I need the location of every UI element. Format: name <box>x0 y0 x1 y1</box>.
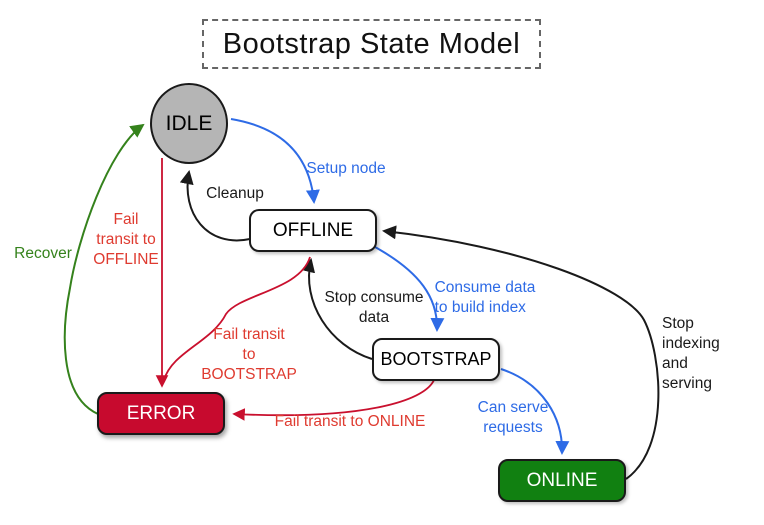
edge-fail-transit-online <box>232 379 435 421</box>
transition-label-fail-transit-offline: Fail transit to OFFLINE <box>93 211 159 269</box>
transition-label-fail-transit-bootstrap: Fail transit to BOOTSTRAP <box>201 326 297 384</box>
transition-label-cleanup: Cleanup <box>206 185 264 202</box>
transition-label-fail-transit-online: Fail transit to ONLINE <box>274 413 426 430</box>
edge-stop-consume <box>301 258 373 360</box>
edge-stop-indexing <box>382 225 660 480</box>
edge-can-serve <box>500 368 570 455</box>
state-node-bootstrap: BOOTSTRAP <box>372 338 500 381</box>
edge-cleanup <box>179 170 251 242</box>
state-node-idle: IDLE <box>150 83 228 164</box>
state-label-error: ERROR <box>126 402 196 424</box>
diagram-title-box: Bootstrap State Model <box>202 19 541 69</box>
state-node-offline: OFFLINE <box>249 209 377 252</box>
state-node-online: ONLINE <box>498 459 626 502</box>
state-label-online: ONLINE <box>526 469 598 491</box>
state-label-offline: OFFLINE <box>272 219 354 241</box>
edge-setup-node <box>230 118 320 204</box>
diagram-title: Bootstrap State Model <box>222 27 521 60</box>
transition-label-recover: Recover <box>14 245 72 262</box>
transition-label-setup-node: Setup node <box>306 160 386 177</box>
transition-label-stop-consume: Stop consume data <box>324 289 424 327</box>
transition-label-consume-data: Consume data to build index <box>434 279 536 317</box>
state-node-error: ERROR <box>97 392 225 435</box>
transition-label-can-serve: Can serve requests <box>477 399 549 437</box>
edge-fail-transit-bootstrap <box>163 256 311 381</box>
edge-recover <box>63 123 145 415</box>
state-label-bootstrap: BOOTSTRAP <box>380 349 492 369</box>
transition-label-stop-indexing: Stop indexing and serving <box>662 315 720 393</box>
edge-consume-data <box>374 246 445 332</box>
state-label-idle: IDLE <box>165 111 213 135</box>
